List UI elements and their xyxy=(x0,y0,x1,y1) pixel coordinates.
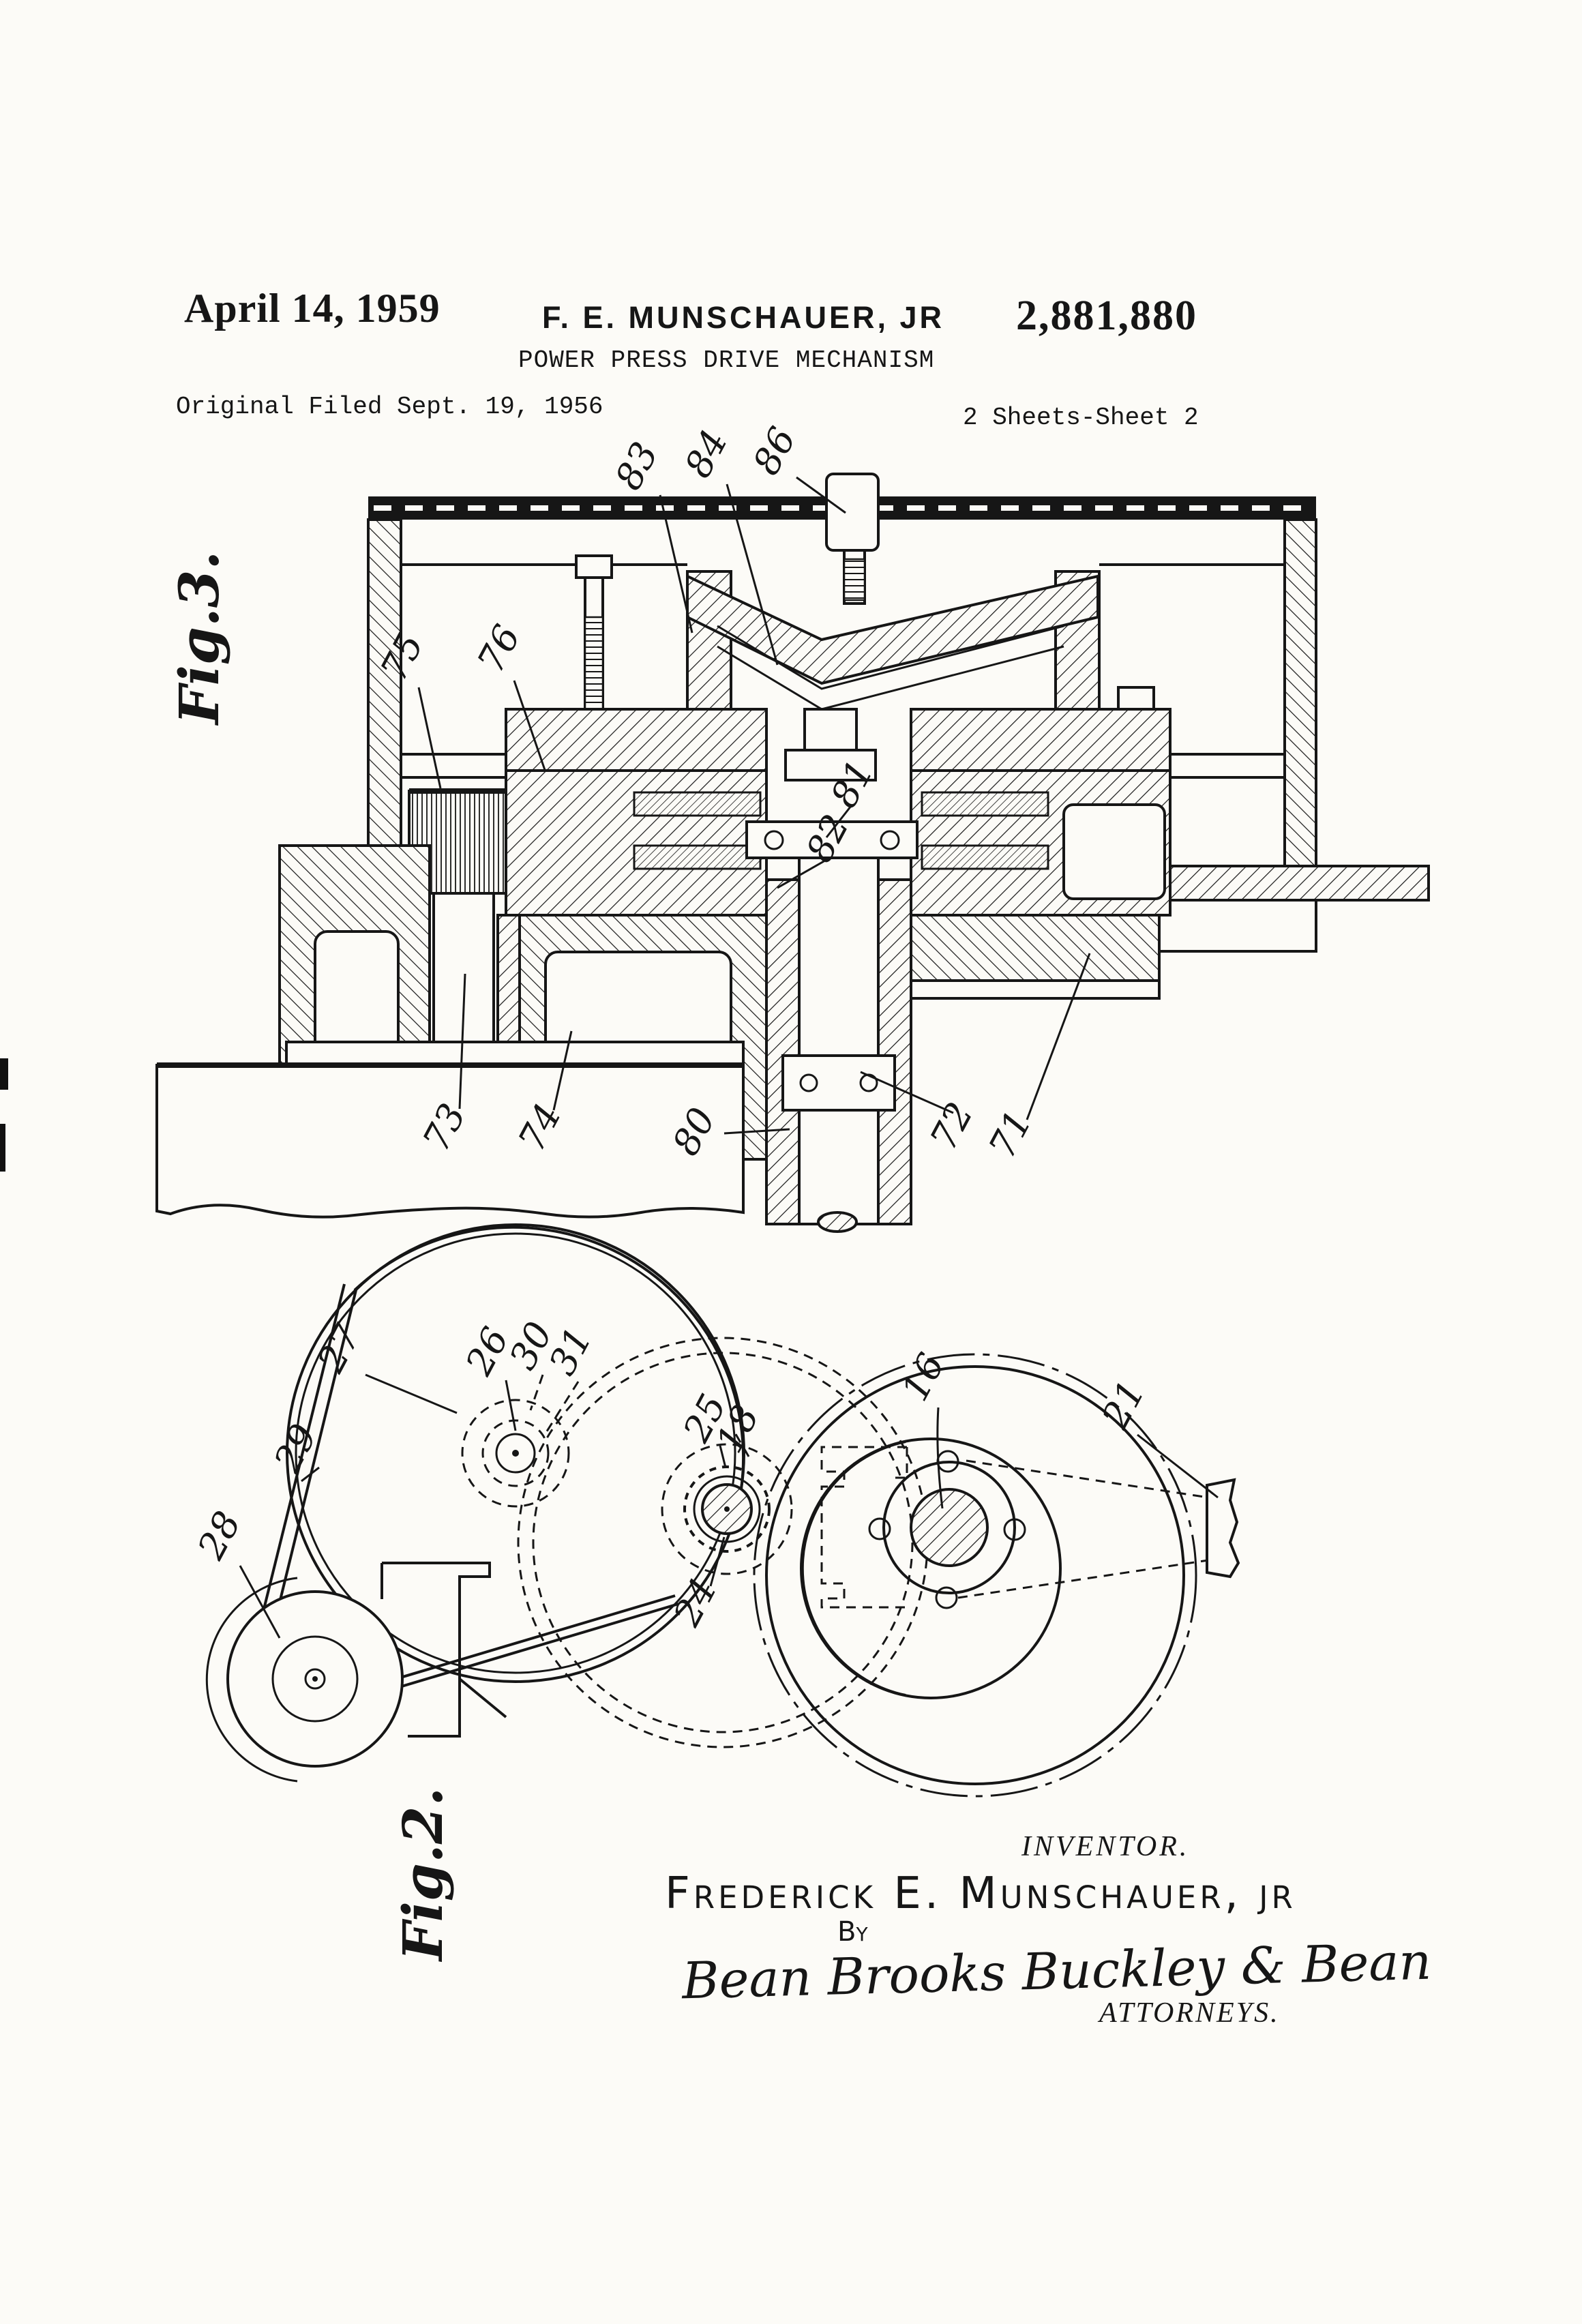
patent-title: POWER PRESS DRIVE MECHANISM xyxy=(518,346,935,374)
fig3-ref-76: 76 xyxy=(469,618,529,679)
fig3-ref-83: 83 xyxy=(607,435,667,496)
leader-71 xyxy=(1026,953,1091,1120)
leader-27 xyxy=(365,1373,458,1414)
housing-right-wall xyxy=(1283,518,1317,867)
pitman-dashed xyxy=(966,1459,1209,1499)
leader-83 xyxy=(659,494,693,634)
fig3-ref-86: 86 xyxy=(745,420,805,481)
dashed-circle-30 xyxy=(461,1399,570,1508)
dashed-circle-31 xyxy=(481,1419,550,1487)
issue-date: April 14, 1959 xyxy=(184,286,441,331)
by-label: By xyxy=(837,1916,868,1948)
filed-line: Original Filed Sept. 19, 1956 xyxy=(176,393,603,421)
fig2-ref-24: 24 xyxy=(665,1571,725,1633)
inventor-name-header: F. E. MUNSCHAUER, JR xyxy=(542,300,945,335)
sheet-line: 2 Sheets-Sheet 2 xyxy=(963,404,1199,432)
belt-on-rim xyxy=(353,1225,745,1494)
frame-right xyxy=(910,914,1161,982)
leader-26 xyxy=(505,1380,517,1431)
patent-number: 2,881,880 xyxy=(1016,293,1197,339)
leader-74 xyxy=(552,1030,573,1111)
leader-73 xyxy=(458,973,466,1109)
nut-stack xyxy=(803,708,858,751)
scan-artifact xyxy=(0,1124,5,1172)
sleeve-80 xyxy=(765,878,801,1225)
fig2-ref-27: 27 xyxy=(309,1317,370,1380)
scan-artifact xyxy=(0,1058,8,1090)
pinion-pitch-circle xyxy=(661,1443,793,1575)
spring-bolt-right xyxy=(1117,686,1155,711)
attorneys-label: ATTORNEYS. xyxy=(1099,1997,1280,2029)
crank-disc xyxy=(765,1365,1185,1785)
housing-left-wall xyxy=(367,518,402,867)
leader-31 xyxy=(544,1381,580,1434)
dashed-bracket xyxy=(820,1446,908,1609)
shaft-end xyxy=(817,1211,858,1233)
leader-75 xyxy=(417,687,442,789)
leader-72 xyxy=(860,1071,954,1114)
disc-rim-chain xyxy=(753,1353,1197,1798)
pitman-end-21 xyxy=(1206,1478,1240,1579)
fig2-ref-21: 21 xyxy=(1093,1373,1153,1435)
inventor-heading: INVENTOR. xyxy=(1021,1831,1190,1862)
crank-hub-16 xyxy=(910,1488,989,1567)
belt-run-left xyxy=(252,1283,346,1651)
leader-30 xyxy=(529,1374,544,1411)
shaft-72 xyxy=(798,856,880,1225)
v-plate-83 xyxy=(686,573,1099,685)
leader-76 xyxy=(513,680,547,773)
fig3-ref-71: 71 xyxy=(981,1103,1041,1165)
collar-81 xyxy=(745,820,919,859)
cover-plate-left xyxy=(505,708,768,772)
leader-24 xyxy=(709,1536,726,1587)
disc-heavy-arc xyxy=(801,1440,906,1697)
leader-25 xyxy=(719,1445,727,1468)
hub-flange xyxy=(882,1461,1016,1594)
leader-21 xyxy=(1137,1433,1219,1499)
leader-28 xyxy=(239,1565,281,1639)
pinion-teeth xyxy=(683,1465,771,1553)
bolster-plate xyxy=(285,1041,745,1067)
leader-29 xyxy=(301,1466,320,1483)
fig2-ref-28: 28 xyxy=(189,1504,249,1566)
fig3-caption: Fig.3. xyxy=(167,551,231,726)
inventor-signature-name: Frederick E. Munschauer, jr xyxy=(665,1868,1296,1919)
leader-86 xyxy=(796,476,846,514)
hub-26 xyxy=(495,1433,536,1474)
leader-84 xyxy=(726,483,779,666)
leader-81 xyxy=(825,805,852,838)
friction-plates xyxy=(633,791,762,817)
press-bed xyxy=(155,1064,745,1219)
fig3-ref-84: 84 xyxy=(676,423,736,484)
figure3-drawing: 83 84 86 75 76 81 82 73 74 80 72 71 Fig.… xyxy=(155,420,1430,1233)
stub-86 xyxy=(825,473,880,552)
fig3-ref-72: 72 xyxy=(922,1095,982,1157)
cover-plate-right xyxy=(910,708,1171,772)
leader-82 xyxy=(777,859,826,889)
leader-80 xyxy=(723,1128,790,1135)
spring-bolt-left xyxy=(575,554,613,579)
motor-bracket xyxy=(382,1562,491,1738)
fig2-caption: Fig.2. xyxy=(391,1787,455,1963)
leader-16 xyxy=(936,1407,944,1509)
leader-18 xyxy=(732,1430,750,1457)
